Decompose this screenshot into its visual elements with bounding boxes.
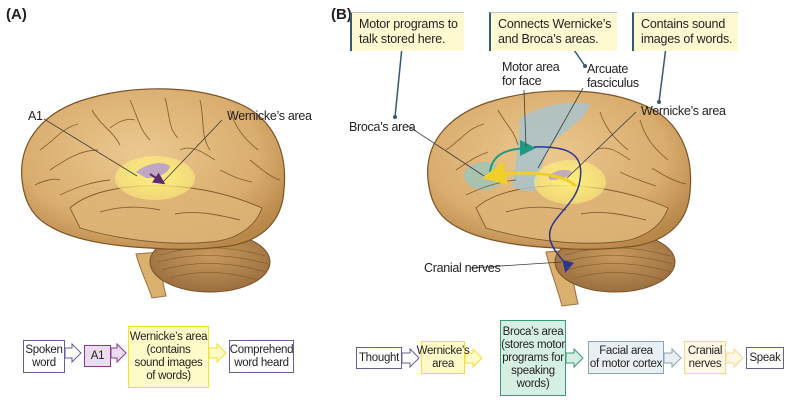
wernicke-leader-line-b xyxy=(566,111,637,179)
label-arcuate: Arcuate fasciculus xyxy=(587,62,639,90)
flow-b-1-line-1: Wernicke’s xyxy=(416,344,470,357)
flow-b-2-line-5: words) xyxy=(516,377,550,390)
flow-arrow-b-3 xyxy=(565,347,584,369)
callout-2-line-2: and Broca’s areas. xyxy=(498,32,599,46)
flow-b-5-line-1: Speak xyxy=(749,351,781,364)
flow-a-1-line-1: A1 xyxy=(90,349,105,362)
flow-a-wernicke: Wernicke’s area (contains sound images o… xyxy=(128,326,209,388)
flow-b-speak: Speak xyxy=(746,347,784,369)
flow-b-4-line-1: Cranial xyxy=(687,344,723,357)
flow-arrows-b xyxy=(401,347,744,369)
flow-a-2-line-2: (contains xyxy=(146,344,191,356)
flow-arrow-b-1 xyxy=(401,347,420,369)
flow-a-2-line-4: of words) xyxy=(146,370,191,382)
panel-b-label: (B) xyxy=(331,6,352,23)
flow-b-2-line-1: Broca’s area xyxy=(502,325,564,338)
cranial-leader-line xyxy=(469,261,563,269)
callout-2-line-1: Connects Wernicke’s xyxy=(498,17,612,31)
motor-face-region xyxy=(512,102,590,191)
flow-b-broca: Broca’s area (stores motor programs for … xyxy=(500,320,566,396)
flow-arrow-a-1 xyxy=(64,342,82,364)
motor-face-leader-line xyxy=(523,89,527,148)
flow-b-2-line-4: speaking xyxy=(511,364,555,377)
flow-arrows-a xyxy=(64,342,227,364)
label-cranial-nerves: Cranial nerves xyxy=(424,261,501,275)
flow-arrow-b-2 xyxy=(464,347,483,369)
flow-b-thought: Thought xyxy=(356,347,402,369)
flow-b-1-line-2: area xyxy=(432,357,454,370)
label-motor-face: Motor area for face xyxy=(502,60,560,88)
flow-arrow-a-3 xyxy=(208,342,227,364)
brain-b xyxy=(427,90,692,307)
label-arcuate-line-2: fasciculus xyxy=(587,76,639,90)
flow-a-0-line-2: word xyxy=(32,356,56,369)
callout-3-line-2: images of words. xyxy=(641,32,733,46)
flow-a-2-line-3: sound images xyxy=(134,357,203,369)
callout-motor-programs: Motor programs to talk stored here. xyxy=(350,12,464,51)
a1-leader-line xyxy=(43,118,138,177)
flow-a-0-line-1: Spoken xyxy=(25,343,63,356)
label-wernicke-b: Wernicke’s area xyxy=(641,104,726,118)
flow-a-3-line-1: Comprehend xyxy=(229,343,294,356)
flow-b-3-line-1: Facial area xyxy=(599,344,653,357)
callout-3-line-1: Contains sound xyxy=(641,17,726,31)
flow-a-3-line-2: word heard xyxy=(234,356,289,369)
flow-b-0-line-1: Thought xyxy=(358,351,400,364)
flow-b-4-line-2: nerves xyxy=(688,357,722,370)
label-motor-face-line-1: Motor area xyxy=(502,60,560,74)
callout-1-line-1: Motor programs to xyxy=(359,17,458,31)
flow-a-2-line-1: Wernicke’s area xyxy=(129,331,208,343)
label-a1: A1 xyxy=(28,109,43,123)
wernicke-leader-line-a xyxy=(162,119,223,183)
broca-leader-line xyxy=(407,125,485,177)
flow-arrow-b-5 xyxy=(725,347,744,369)
brain-a xyxy=(21,88,286,299)
flow-b-2-line-2: (stores motor xyxy=(501,338,565,351)
label-motor-face-line-2: for face xyxy=(502,74,542,88)
navy-arrow xyxy=(533,146,582,273)
callout-leader-3 xyxy=(658,46,667,103)
callout-connects: Connects Wernicke’s and Broca’s areas. xyxy=(489,12,618,51)
flow-arrow-a-2 xyxy=(110,342,127,364)
yellow-arrow xyxy=(482,161,577,188)
callout-1-line-2: talk stored here. xyxy=(359,32,446,46)
flow-arrow-b-4 xyxy=(663,347,682,369)
callout-sound-images: Contains sound images of words. xyxy=(632,12,739,51)
label-broca: Broca’s area xyxy=(349,120,416,134)
label-arcuate-line-1: Arcuate xyxy=(587,62,628,76)
panel-a-label: (A) xyxy=(6,6,27,23)
callout-leader-1 xyxy=(394,46,403,118)
label-wernicke-a: Wernicke’s area xyxy=(227,109,312,123)
flow-b-3-line-2: of motor cortex xyxy=(589,357,663,370)
arcuate-leader-line xyxy=(537,87,584,169)
flow-a-a1: A1 xyxy=(84,345,111,367)
flow-b-2-line-3: programs for xyxy=(502,351,564,364)
